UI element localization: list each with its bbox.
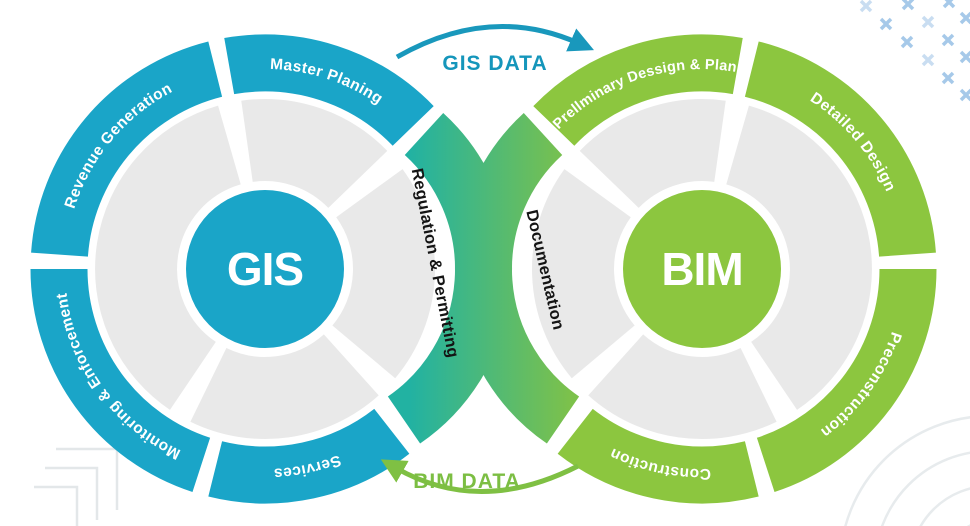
x-pattern-decoration bbox=[859, 0, 970, 102]
gis-hub-label: GIS bbox=[227, 243, 303, 295]
segment-detailed-design bbox=[744, 41, 936, 258]
segment-construction bbox=[557, 408, 759, 504]
bim-outer-ring bbox=[533, 34, 937, 504]
bim-hub-circle bbox=[623, 190, 781, 348]
gis-data-arrow bbox=[395, 24, 595, 60]
gis-hub-circle bbox=[186, 190, 344, 348]
bim-data-arrow bbox=[380, 459, 580, 494]
bim-hub-label: BIM bbox=[661, 243, 742, 295]
bim-data-label: BIM DATA bbox=[413, 470, 521, 493]
segment-master-planing bbox=[224, 34, 434, 147]
gis-outer-ring bbox=[30, 34, 434, 504]
gis-data-label: GIS DATA bbox=[442, 52, 547, 75]
segment-monitoring-enforcement bbox=[30, 268, 211, 492]
segment-preliminary-design-plan bbox=[533, 34, 743, 147]
segment-revenue-generation bbox=[31, 41, 223, 258]
bim-to-gis-gradient-band bbox=[454, 112, 580, 444]
segment-services bbox=[208, 408, 410, 504]
gis-inner-ring bbox=[95, 99, 435, 439]
bim-inner-ring bbox=[532, 99, 872, 439]
segment-preconstruction bbox=[756, 268, 937, 492]
corner-bracket-decoration bbox=[34, 447, 119, 526]
